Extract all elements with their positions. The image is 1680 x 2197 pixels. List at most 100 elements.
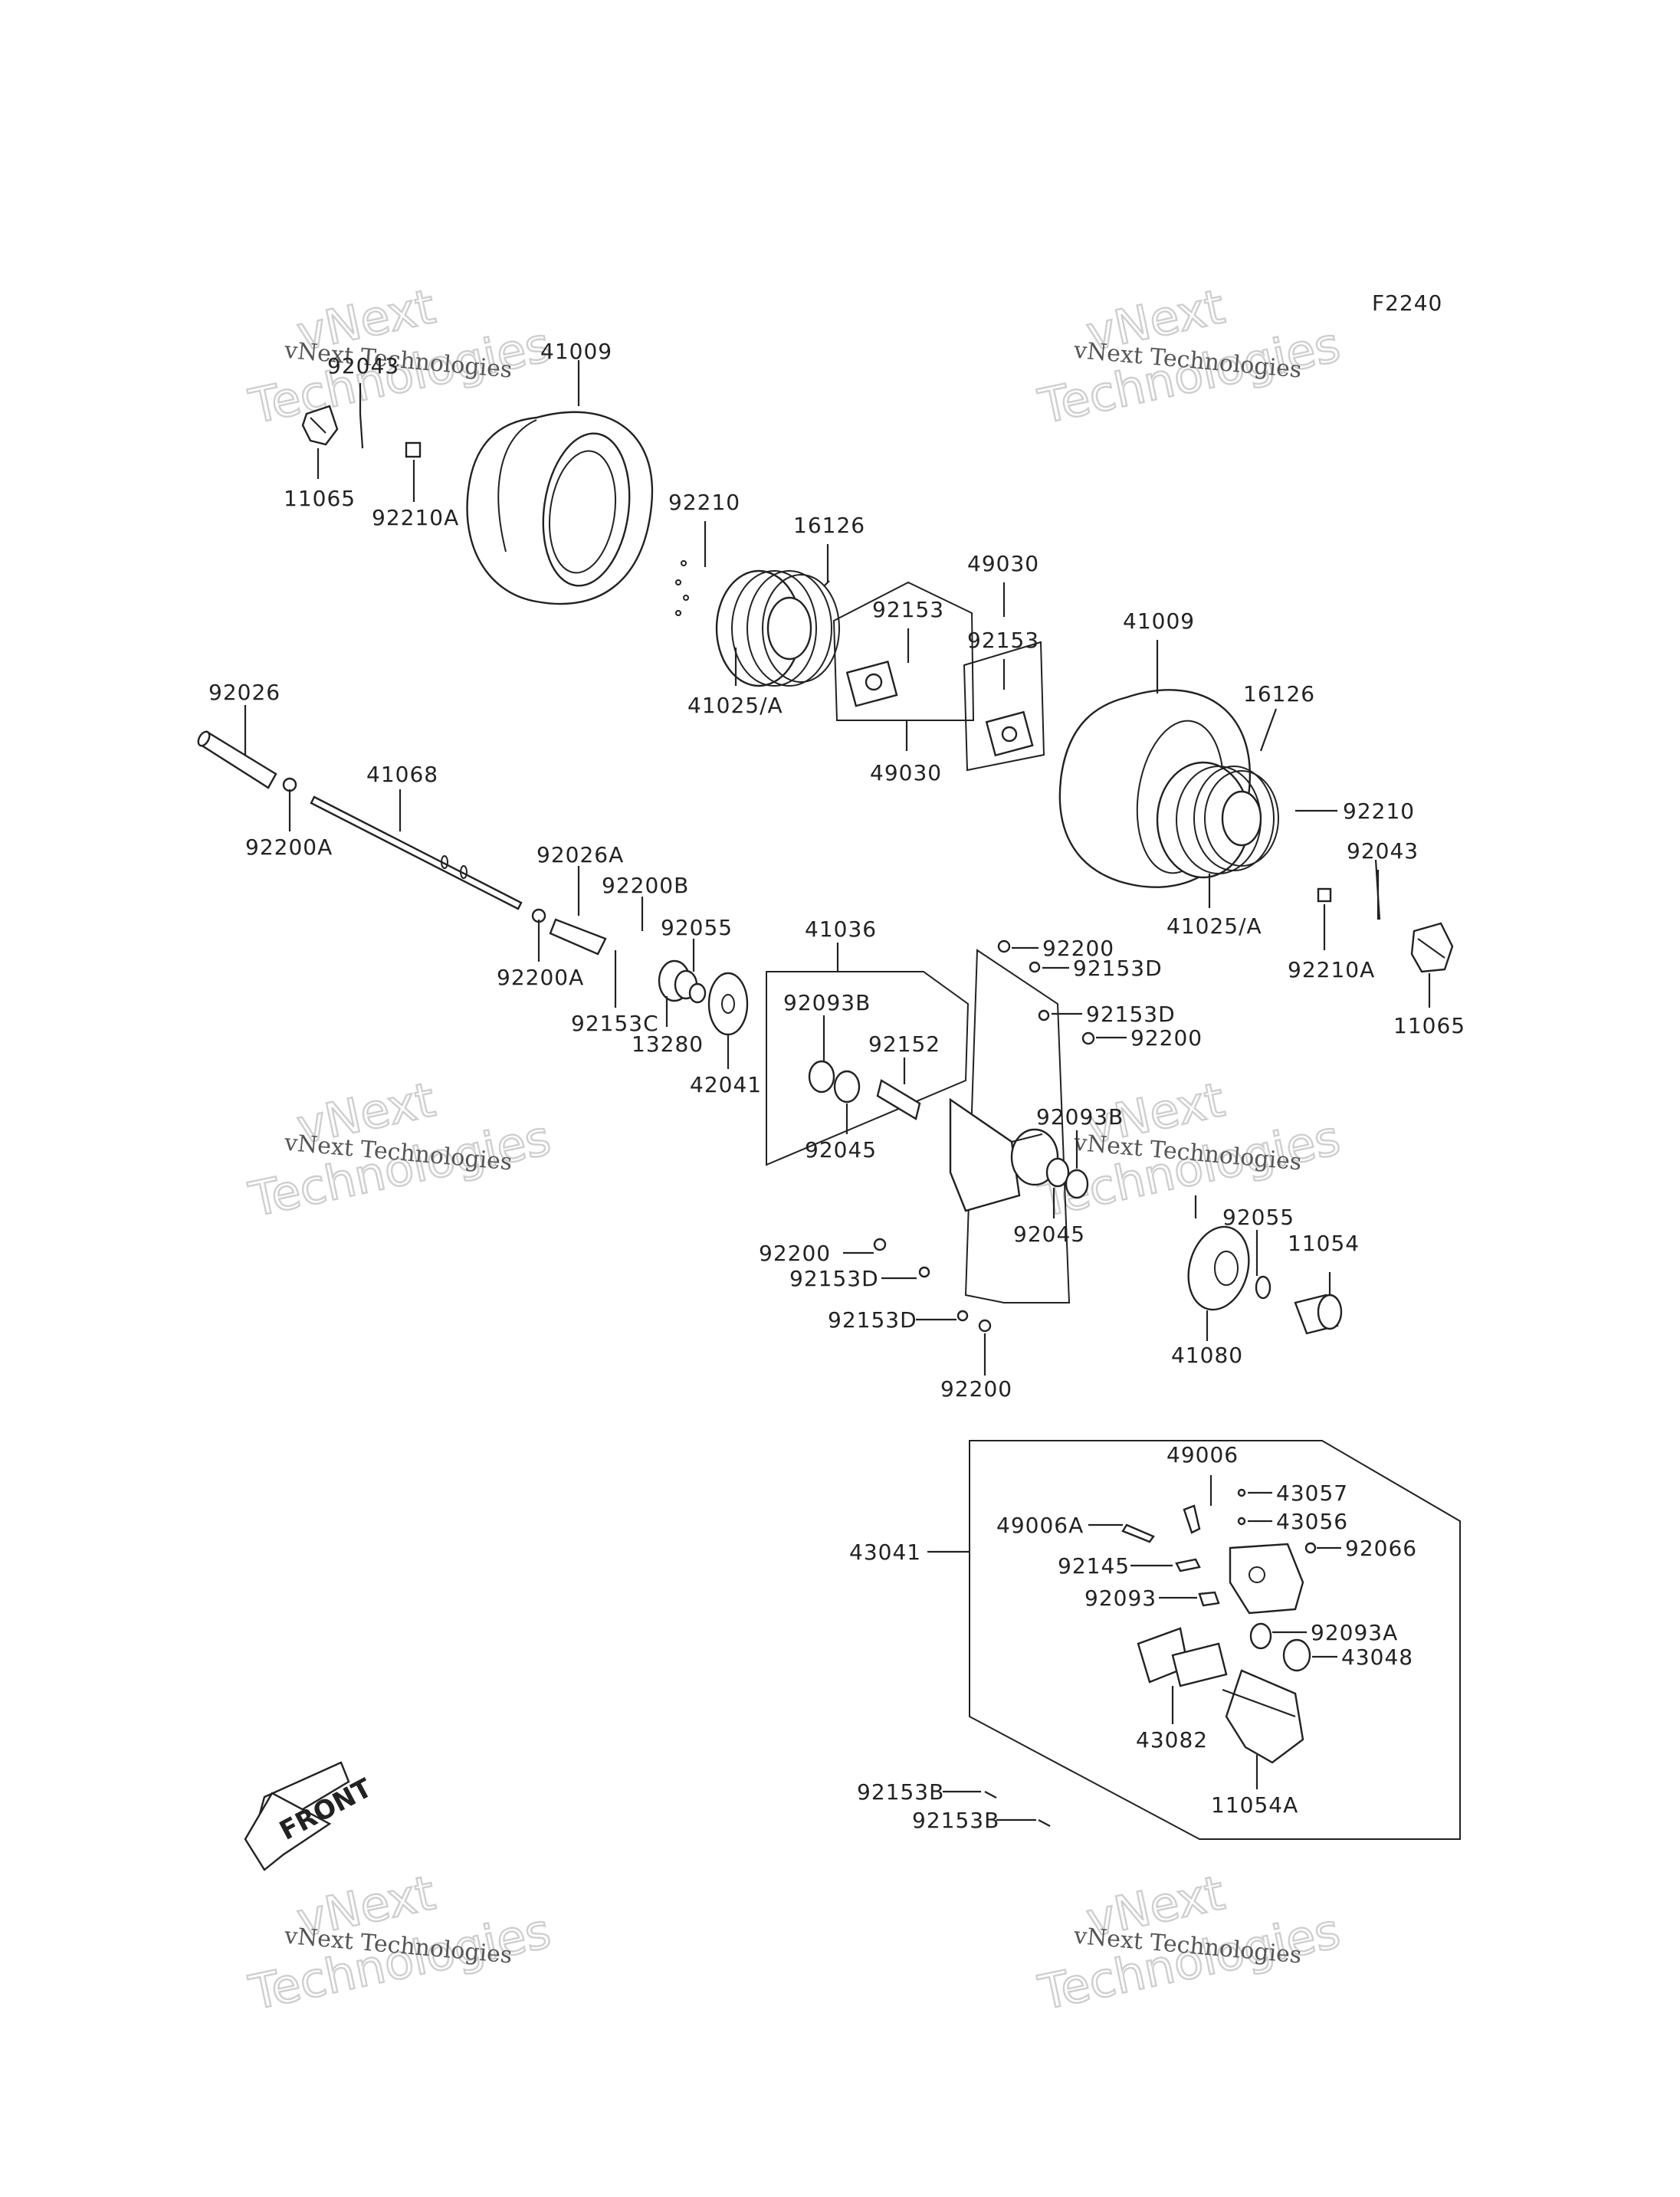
callout-92200B: 92200B bbox=[602, 873, 689, 898]
brake-pads bbox=[1137, 1627, 1228, 1687]
callout-92145: 92145 bbox=[1058, 1553, 1130, 1579]
axle-housing bbox=[949, 1097, 1059, 1212]
callout-49006A: 49006A bbox=[996, 1513, 1084, 1538]
callout-92153-a: 92153 bbox=[872, 597, 944, 622]
callout-11065-top: 11065 bbox=[284, 486, 356, 511]
brake-caliper-group-frame bbox=[969, 1440, 1461, 1840]
callout-92153B-1: 92153B bbox=[857, 1779, 944, 1805]
callout-92153D-3: 92153D bbox=[789, 1266, 879, 1291]
callout-92210A-right: 92210A bbox=[1288, 957, 1375, 982]
callout-13280: 13280 bbox=[632, 1031, 704, 1057]
callout-11054A: 11054A bbox=[1211, 1792, 1298, 1818]
watermark-top-left: vNext Technologies vNext Technologies bbox=[244, 277, 556, 436]
callout-92153D-2: 92153D bbox=[1086, 1002, 1176, 1027]
figure-code: F2240 bbox=[1372, 290, 1442, 316]
wheel-nut-top-left bbox=[301, 405, 339, 446]
caliper-bolt bbox=[1121, 1504, 1201, 1543]
callout-11065-right: 11065 bbox=[1393, 1013, 1465, 1038]
callout-92200-2: 92200 bbox=[1130, 1025, 1203, 1051]
callout-41025A-top: 41025/A bbox=[687, 693, 783, 718]
axle-sleeve-right bbox=[549, 918, 607, 956]
leader-lines bbox=[244, 360, 1431, 1822]
callout-16126-right: 16126 bbox=[1243, 681, 1315, 707]
watermark-mid-left: vNext Technologies vNext Technologies bbox=[244, 1071, 556, 1229]
callout-92153C: 92153C bbox=[571, 1011, 659, 1036]
callout-92093B-1: 92093B bbox=[783, 990, 871, 1015]
callout-92200-4: 92200 bbox=[940, 1376, 1012, 1402]
callout-92210-top: 92210 bbox=[668, 490, 740, 515]
brake-caliper bbox=[1229, 1543, 1304, 1615]
callout-92043-top: 92043 bbox=[327, 353, 399, 379]
callout-92210-right: 92210 bbox=[1343, 798, 1415, 824]
callout-43048: 43048 bbox=[1341, 1644, 1413, 1670]
callout-92093: 92093 bbox=[1084, 1585, 1157, 1611]
callout-92043-right: 92043 bbox=[1347, 838, 1419, 864]
callout-labels: 92043 41009 11065 92210A 92210 16126 410… bbox=[208, 339, 1465, 1833]
brake-disc bbox=[1187, 1225, 1250, 1311]
callout-41009-right: 41009 bbox=[1123, 608, 1195, 634]
callout-92152: 92152 bbox=[868, 1031, 940, 1057]
callout-42041: 42041 bbox=[690, 1072, 762, 1097]
callout-43056: 43056 bbox=[1276, 1509, 1348, 1534]
callout-92153D-4: 92153D bbox=[828, 1307, 917, 1333]
callout-49006: 49006 bbox=[1166, 1442, 1239, 1467]
bolts-housing bbox=[873, 939, 1095, 1333]
nut-small-top-left bbox=[405, 441, 422, 458]
caliper-seal bbox=[1249, 1622, 1311, 1672]
spacer-tube bbox=[876, 1079, 921, 1120]
callout-41036: 41036 bbox=[805, 917, 877, 942]
callout-92200-3: 92200 bbox=[759, 1241, 831, 1266]
callout-49030-b: 49030 bbox=[967, 551, 1039, 576]
axle-housing-group bbox=[766, 949, 1071, 1303]
callout-92026: 92026 bbox=[208, 680, 281, 705]
caliper-small-parts bbox=[984, 1488, 1317, 1827]
brake-hub bbox=[1294, 1294, 1343, 1335]
callout-43041: 43041 bbox=[849, 1540, 921, 1565]
callout-41025A-right: 41025/A bbox=[1166, 913, 1262, 939]
watermark-top-right: vNext Technologies vNext Technologies bbox=[1033, 277, 1346, 436]
callout-92093A: 92093A bbox=[1311, 1620, 1398, 1645]
cotter-pin-top-left bbox=[359, 413, 364, 449]
sprocket-hub bbox=[658, 959, 707, 1004]
callout-92055-1: 92055 bbox=[661, 915, 733, 940]
callout-92200A-1: 92200A bbox=[245, 835, 333, 860]
o-ring bbox=[1255, 1275, 1271, 1300]
callout-41009-top: 41009 bbox=[540, 339, 612, 364]
callout-92045-2: 92045 bbox=[1013, 1221, 1085, 1247]
front-direction-arrow: FRONT bbox=[244, 1761, 378, 1871]
callout-92210A-top: 92210A bbox=[372, 505, 459, 530]
callout-92153D-1: 92153D bbox=[1073, 956, 1163, 981]
callout-43057: 43057 bbox=[1276, 1481, 1348, 1506]
callout-41080: 41080 bbox=[1171, 1343, 1243, 1368]
hub-kit-top bbox=[832, 581, 975, 721]
callout-92045-1: 92045 bbox=[805, 1137, 877, 1162]
callout-92093B-2: 92093B bbox=[1036, 1104, 1124, 1130]
callout-11054: 11054 bbox=[1288, 1231, 1360, 1256]
callout-92066: 92066 bbox=[1345, 1536, 1417, 1561]
sprocket bbox=[707, 972, 749, 1036]
bearing-right bbox=[1045, 1157, 1089, 1199]
wheel-rim-top-left bbox=[675, 560, 840, 687]
callout-16126-top: 16126 bbox=[793, 513, 865, 538]
callout-92200A-2: 92200A bbox=[497, 965, 584, 990]
watermark-bottom-left: vNext Technologies vNext Technologies bbox=[244, 1864, 556, 2022]
tire-top-left bbox=[466, 411, 654, 605]
callout-92055-2: 92055 bbox=[1222, 1205, 1294, 1230]
wheel-rim-right bbox=[1156, 761, 1279, 879]
watermark-mid-right: vNext Technologies vNext Technologies bbox=[1033, 1071, 1346, 1229]
caliper-bracket bbox=[1222, 1669, 1304, 1764]
wheel-nut-right bbox=[1410, 922, 1454, 973]
callout-41068: 41068 bbox=[366, 762, 438, 787]
callout-43082: 43082 bbox=[1136, 1727, 1208, 1753]
axle-sleeve bbox=[197, 730, 277, 789]
hub-kit-right bbox=[963, 641, 1045, 772]
callout-49030-a: 49030 bbox=[870, 760, 942, 785]
callout-92153-b: 92153 bbox=[967, 628, 1039, 653]
watermark-bottom-right: vNext Technologies vNext Technologies bbox=[1033, 1864, 1346, 2022]
nut-small-right bbox=[1317, 887, 1332, 903]
callout-92153B-2: 92153B bbox=[912, 1808, 999, 1833]
callout-92026A: 92026A bbox=[536, 842, 624, 867]
callout-92200-1: 92200 bbox=[1042, 936, 1114, 961]
